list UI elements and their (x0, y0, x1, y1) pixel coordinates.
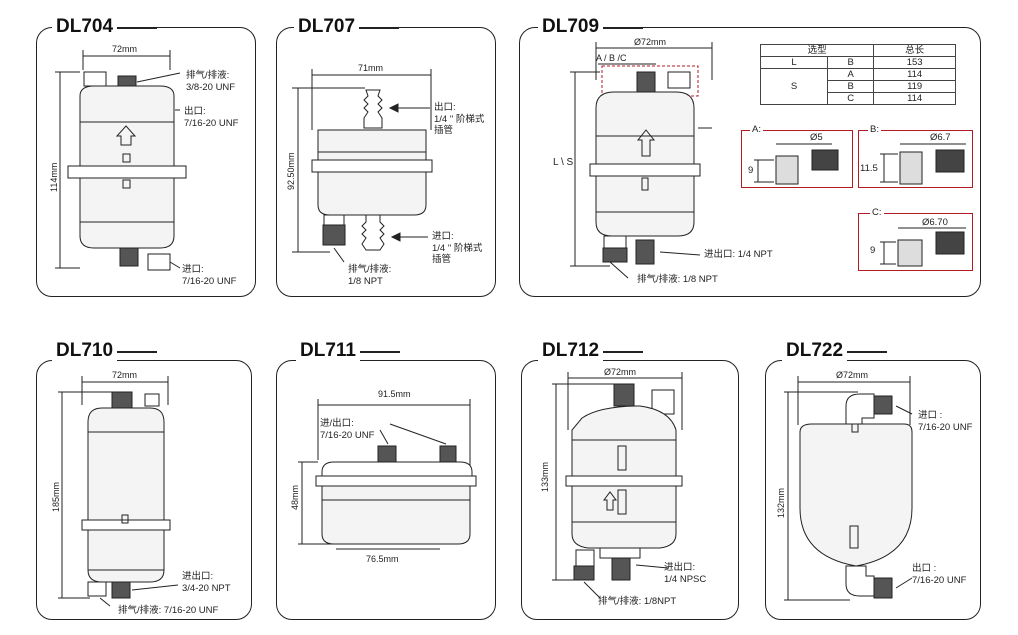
outlet-label: 出口: 1/4 " 阶梯式 插管 (434, 102, 485, 136)
inlet-label: 进口: 7/16-20 UNF (182, 264, 237, 287)
inlet-label: 进口: 1/4 " 阶梯式 插管 (432, 231, 483, 265)
inout-label: 进出口: 1/4 NPSC (664, 562, 707, 585)
panel-title: DL722 (782, 340, 888, 362)
height-dim: 132mm (776, 487, 786, 518)
inlet-label: 进口 : 7/16-20 UNF (918, 410, 973, 433)
width-dim: 72mm (112, 44, 138, 54)
detail-dia: Ø6.7 (930, 132, 951, 143)
panel-title: DL704 (52, 16, 158, 38)
outlet-label: 出口 : 7/16-20 UNF (912, 563, 967, 586)
bottom-width-dim: 76.5mm (366, 554, 399, 564)
vent-drain-label: 排气/排液: 1/8 NPT (348, 264, 392, 287)
panel-title: DL709 (538, 16, 644, 38)
vent-drain-label: 排气/排液: 7/16-20 UNF (118, 605, 219, 616)
top-width-dim: 91.5mm (378, 389, 411, 399)
inout-label: 进出口: 3/4-20 NPT (182, 571, 231, 594)
diameter-dim: Ø72mm (836, 370, 869, 380)
width-dim: 71mm (358, 63, 384, 73)
vent-drain-label: 排气/排液: 3/8-20 UNF (186, 70, 236, 93)
detail-dia: Ø5 (810, 132, 823, 143)
vent-drain-label: 排气/排液: 1/8NPT (598, 596, 677, 607)
diameter-dim: Ø72mm (604, 367, 637, 377)
panel-title: DL712 (538, 340, 644, 362)
outlet-label: 出口: 7/16-20 UNF (184, 106, 239, 129)
detail-label: B: (868, 124, 881, 135)
detail-dia: Ø6.70 (922, 217, 948, 228)
detail-height: 11.5 (860, 163, 878, 174)
detail-label: A: (750, 124, 763, 135)
panel-title: DL707 (294, 16, 400, 38)
panel-title: DL711 (296, 340, 400, 362)
detail-height: 9 (870, 245, 876, 256)
inout-label: 进出口: 1/4 NPT (704, 249, 773, 260)
detail-height: 9 (748, 165, 754, 176)
detail-label: C: (870, 207, 884, 218)
length-dim: L \ S (553, 157, 574, 168)
width-dim: 72mm (112, 370, 138, 380)
variant-label: A / B /C (596, 53, 627, 63)
panel-title: DL710 (52, 340, 158, 362)
diameter-dim: Ø72mm (634, 37, 667, 47)
vent-drain-label: 排气/排液: 1/8 NPT (637, 274, 718, 285)
inout-label: 进/出口: 7/16-20 UNF (320, 418, 375, 441)
